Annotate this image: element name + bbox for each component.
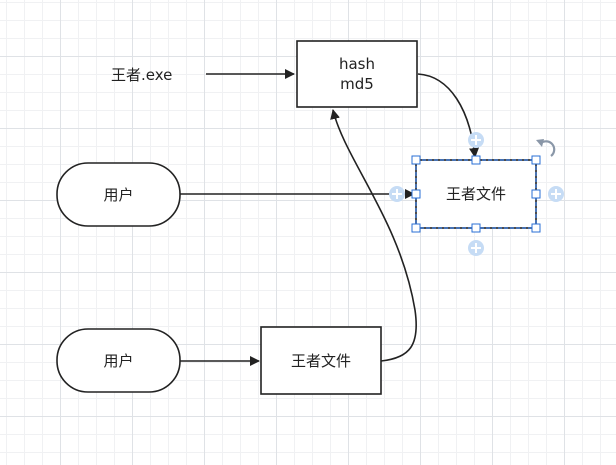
resize-handle-s[interactable]: [471, 223, 481, 233]
resize-handle-nw[interactable]: [411, 155, 421, 165]
edge-hash-to-file[interactable]: [417, 73, 480, 158]
user-bottom-terminator[interactable]: [56, 328, 181, 393]
file-selected-label: 王者文件: [445, 185, 506, 203]
user-bottom-label: 用户: [103, 351, 134, 370]
edge-file2-to-hash[interactable]: [330, 109, 417, 362]
add-connection-icon-left[interactable]: [389, 186, 405, 202]
rotate-icon[interactable]: [536, 139, 556, 157]
resize-handles[interactable]: [411, 155, 541, 233]
user-top-terminator[interactable]: [56, 162, 181, 227]
hash-label-line2: md5: [340, 75, 374, 93]
add-connection-icon-top[interactable]: [468, 132, 484, 148]
hash-box[interactable]: [296, 40, 418, 108]
resize-handle-e[interactable]: [531, 189, 541, 199]
hash-box-label: hash md5: [297, 41, 417, 107]
add-connection-icon-right[interactable]: [548, 186, 564, 202]
resize-handle-ne[interactable]: [531, 155, 541, 165]
resize-handle-n[interactable]: [471, 155, 481, 165]
hash-label-line1: hash: [338, 55, 376, 73]
file-bottom-box[interactable]: [260, 326, 382, 395]
resize-handle-w[interactable]: [411, 189, 421, 199]
resize-handle-se[interactable]: [531, 223, 541, 233]
file-bottom-label: 王者文件: [290, 351, 351, 370]
user-top-label: 用户: [103, 185, 134, 204]
add-connection-icon-bottom[interactable]: [468, 240, 484, 256]
exe-label: 王者.exe: [111, 66, 173, 84]
resize-handle-sw[interactable]: [411, 223, 421, 233]
